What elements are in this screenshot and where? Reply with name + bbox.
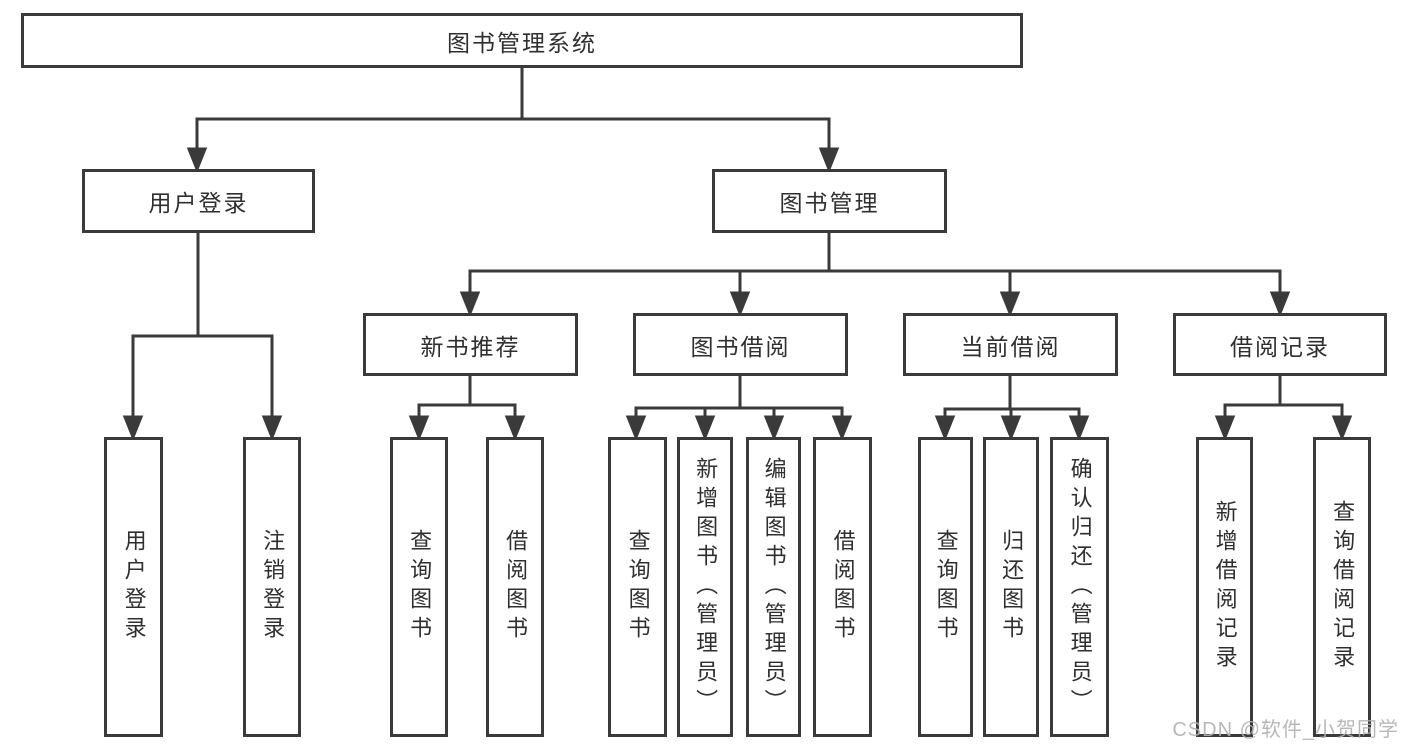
leaf-return-books: 归还图书 [983,437,1039,737]
leaf-borrow-books-borrowing: 借阅图书 [813,437,872,737]
node-borrowing-records-label: 借阅记录 [1230,333,1330,360]
node-book-management-label: 图书管理 [779,190,880,216]
leaf-confirm-return-admin-label: 确认归还（管理员） [1067,456,1093,718]
leaf-edit-books-admin: 编辑图书（管理员） [746,437,801,737]
leaf-query-borrowing-record: 查询借阅记录 [1313,437,1371,737]
leaf-borrow-books-recommend-label: 借阅图书 [503,529,529,645]
node-user-login: 用户登录 [82,169,315,233]
leaf-borrow-books-recommend: 借阅图书 [486,437,544,737]
leaf-query-books-current: 查询图书 [918,437,973,737]
node-root: 图书管理系统 [21,13,1023,68]
node-user-login-label: 用户登录 [148,190,249,216]
leaf-add-borrowing-record: 新增借阅记录 [1196,437,1253,737]
node-root-label: 图书管理系统 [447,29,597,56]
leaf-query-books-current-label: 查询图书 [933,529,959,645]
node-book-borrowing-label: 图书借阅 [690,333,791,360]
leaf-logout: 注销登录 [243,437,301,737]
leaf-user-login: 用户登录 [104,437,163,737]
leaf-add-books-admin: 新增图书（管理员） [677,437,733,737]
leaf-add-books-admin-label: 新增图书（管理员） [693,456,719,718]
leaf-query-books-recommend-label: 查询图书 [407,529,433,645]
node-borrowing-records: 借阅记录 [1173,313,1387,376]
node-book-management: 图书管理 [712,169,947,233]
node-current-borrowing-label: 当前借阅 [960,333,1061,360]
leaf-user-login-label: 用户登录 [121,529,147,645]
leaf-query-books-recommend: 查询图书 [390,437,448,737]
node-current-borrowing: 当前借阅 [903,313,1118,376]
node-new-book-recommendation-label: 新书推荐 [420,333,521,360]
leaf-confirm-return-admin: 确认归还（管理员） [1050,437,1109,737]
leaf-query-books-borrowing: 查询图书 [608,437,667,737]
node-new-book-recommendation: 新书推荐 [363,313,578,376]
leaf-borrow-books-borrowing-label: 借阅图书 [830,529,856,645]
leaf-return-books-label: 归还图书 [999,529,1025,645]
leaf-add-borrowing-record-label: 新增借阅记录 [1212,500,1238,674]
leaf-query-borrowing-record-label: 查询借阅记录 [1330,500,1356,674]
leaf-logout-label: 注销登录 [260,529,286,645]
leaf-edit-books-admin-label: 编辑图书（管理员） [761,456,787,718]
csdn-watermark: CSDN @软件_小贺同学 [1172,719,1399,741]
leaf-query-books-borrowing-label: 查询图书 [625,529,651,645]
node-book-borrowing: 图书借阅 [633,313,848,376]
